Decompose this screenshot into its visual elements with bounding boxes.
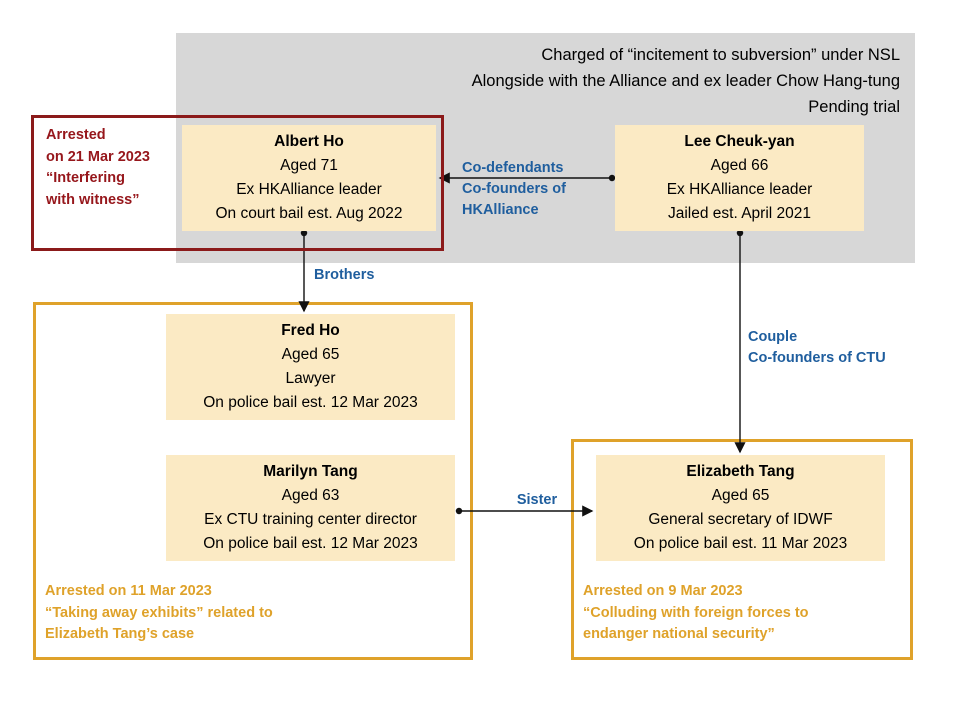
orange-left-line-3: Elizabeth Tang’s case xyxy=(45,626,195,642)
person-age: Aged 63 xyxy=(281,487,340,504)
group-panel-taking-away-exhibits xyxy=(33,302,473,660)
person-status: On court bail est. Aug 2022 xyxy=(215,205,403,222)
person-name: Albert Ho xyxy=(274,133,344,150)
sister-line-1: Sister xyxy=(516,492,558,508)
person-name: Fred Ho xyxy=(281,322,340,339)
person-role: Ex HKAlliance leader xyxy=(236,181,382,198)
person-status: On police bail est. 11 Mar 2023 xyxy=(633,535,848,552)
person-status: On police bail est. 12 Mar 2023 xyxy=(203,394,418,411)
relationship-label-brothers: Brothers xyxy=(314,265,434,286)
person-status: Jailed est. April 2021 xyxy=(667,205,812,222)
person-age: Aged 65 xyxy=(711,487,770,504)
orange-right-line-3: endanger national security” xyxy=(583,626,775,642)
couple-line-2: Co-founders of CTU xyxy=(748,350,886,366)
codefendants-line-3: HKAlliance xyxy=(462,202,539,218)
group-panel-interfering-with-witness xyxy=(31,115,444,251)
person-card-albert-ho[interactable]: Albert Ho Aged 71 Ex HKAlliance leader O… xyxy=(182,125,436,231)
group-caption-colluding-foreign-forces: Arrested on 9 Mar 2023 “Colluding with f… xyxy=(583,581,903,646)
relationship-label-co-defendants: Co-defendants Co-founders of HKAlliance xyxy=(462,158,612,221)
person-status: On police bail est. 12 Mar 2023 xyxy=(203,535,418,552)
couple-line-1: Couple xyxy=(748,329,798,345)
relationship-label-sister: Sister xyxy=(497,490,577,511)
person-card-lee-cheuk-yan[interactable]: Lee Cheuk-yan Aged 66 Ex HKAlliance lead… xyxy=(615,125,864,231)
group-caption-interfering-with-witness: Arrested on 21 Mar 2023 “Interfering wit… xyxy=(46,125,186,211)
person-age: Aged 65 xyxy=(281,346,340,363)
person-card-fred-ho[interactable]: Fred Ho Aged 65 Lawyer On police bail es… xyxy=(166,314,455,420)
red-caption-line-1: Arrested xyxy=(46,127,106,143)
group-caption-taking-away-exhibits: Arrested on 11 Mar 2023 “Taking away exh… xyxy=(45,581,445,646)
nsl-charge-line-2: Alongside with the Alliance and ex leade… xyxy=(471,72,900,90)
relationship-label-couple: Couple Co-founders of CTU xyxy=(748,327,938,369)
red-caption-line-4: with witness” xyxy=(46,191,140,208)
orange-right-line-1: Arrested on 9 Mar 2023 xyxy=(583,583,743,599)
brothers-line-1: Brothers xyxy=(314,267,375,283)
person-role: Lawyer xyxy=(285,370,336,387)
red-caption-line-2: on 21 Mar 2023 xyxy=(46,148,150,165)
codefendants-line-1: Co-defendants xyxy=(462,160,564,176)
nsl-charge-text: Charged of “incitement to subversion” un… xyxy=(200,42,900,120)
codefendants-line-2: Co-founders of xyxy=(462,181,566,197)
person-name: Marilyn Tang xyxy=(263,463,358,480)
orange-left-line-1: Arrested on 11 Mar 2023 xyxy=(45,583,212,599)
red-caption-line-3: “Interfering xyxy=(46,170,125,186)
person-age: Aged 71 xyxy=(280,157,338,174)
person-name: Elizabeth Tang xyxy=(686,463,795,480)
nsl-charge-line-3: Pending trial xyxy=(808,98,900,116)
person-role: Ex HKAlliance leader xyxy=(666,181,813,198)
person-card-elizabeth-tang[interactable]: Elizabeth Tang Aged 65 General secretary… xyxy=(596,455,885,561)
orange-right-line-2: “Colluding with foreign forces to xyxy=(583,604,809,621)
orange-left-line-2: “Taking away exhibits” related to xyxy=(45,604,273,621)
nsl-charge-line-1: Charged of “incitement to subversion” un… xyxy=(541,46,900,64)
person-role: Ex CTU training center director xyxy=(204,511,417,528)
person-role: General secretary of IDWF xyxy=(648,511,833,528)
person-name: Lee Cheuk-yan xyxy=(684,133,795,150)
person-card-marilyn-tang[interactable]: Marilyn Tang Aged 63 Ex CTU training cen… xyxy=(166,455,455,561)
person-age: Aged 66 xyxy=(710,157,769,174)
